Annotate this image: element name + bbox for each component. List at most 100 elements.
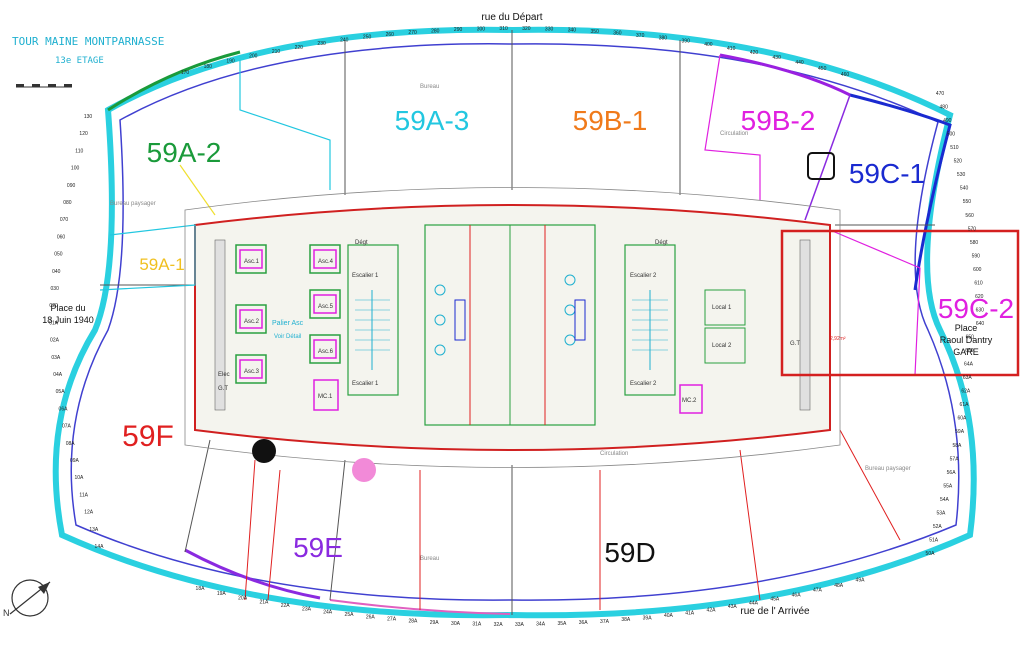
perimeter-number: 070	[60, 217, 69, 223]
stair-2-bottom-label: Escalier 2	[630, 381, 657, 387]
perimeter-number: 340	[568, 28, 577, 34]
perimeter-number: 030	[51, 286, 60, 292]
perimeter-number: 120	[79, 131, 88, 137]
perimeter-number: 430	[773, 55, 782, 61]
stairwell-2	[624, 244, 676, 396]
perimeter-number: 080	[63, 200, 72, 206]
perimeter-number: 04A	[53, 372, 63, 378]
perimeter-number: 54A	[940, 497, 950, 503]
marker-black-square[interactable]	[807, 152, 835, 180]
perimeter-number: 410	[727, 46, 736, 52]
zone-label-59f[interactable]: 59F	[122, 420, 174, 453]
perimeter-number: 250	[363, 35, 372, 41]
perimeter-number: 22A	[281, 603, 291, 609]
perimeter-number: 41A	[685, 610, 695, 616]
perimeter-number: 630	[976, 308, 985, 314]
perimeter-number: 57A	[950, 456, 960, 462]
perimeter-number: 03A	[51, 355, 61, 361]
elevator-label-asc3: Asc.3	[244, 369, 260, 375]
zone-label-59d[interactable]: 59D	[604, 537, 655, 568]
stair-2-top-label: Escalier 2	[630, 273, 657, 279]
zone-label-59a2[interactable]: 59A-2	[147, 137, 222, 168]
zone-label-59a1[interactable]: 59A-1	[139, 255, 184, 274]
zone-label-59a3[interactable]: 59A-3	[395, 105, 470, 136]
perimeter-number: 09A	[70, 458, 80, 464]
perimeter-number: 500	[947, 132, 956, 138]
zone-label-59c2[interactable]: 59C-2	[938, 293, 1014, 324]
perimeter-number: 49A	[856, 578, 866, 584]
gt-right-label: G.T	[790, 341, 800, 347]
perimeter-number: 560	[965, 213, 974, 219]
zone-label-59b2[interactable]: 59B-2	[741, 105, 816, 136]
perimeter-number: 28A	[408, 618, 418, 624]
perimeter-number: 43A	[728, 604, 738, 610]
perimeter-number: 58A	[952, 443, 962, 449]
perimeter-number: 19A	[217, 591, 227, 597]
elevator-bank-left	[235, 244, 341, 411]
place-right-line1: Place	[955, 323, 978, 333]
perimeter-number: 400	[704, 42, 713, 48]
zone-label-59c1[interactable]: 59C-1	[849, 158, 925, 189]
facade-purple-59e	[184, 548, 321, 600]
degt-left-label: Dégt	[355, 240, 368, 246]
room-bureau-paysager-left: Bureau paysager	[110, 201, 156, 207]
zone-label-59e[interactable]: 59E	[293, 532, 343, 563]
perimeter-number: 240	[340, 38, 349, 44]
perimeter-number: 05A	[56, 389, 66, 395]
perimeter-number: 07A	[62, 424, 72, 430]
perimeter-number: 620	[975, 294, 984, 300]
inner-corridor-ring	[184, 187, 841, 468]
perimeter-number: 27A	[387, 617, 397, 623]
perimeter-number: 12A	[84, 510, 94, 516]
compass-icon: N	[3, 579, 51, 618]
perimeter-number: 370	[636, 33, 645, 39]
voir-detail-label: Voir Détail	[274, 334, 301, 340]
perimeter-number: 26A	[366, 615, 376, 621]
zone-dividers	[100, 30, 935, 615]
perimeter-number: 590	[972, 253, 981, 259]
red-partitions	[244, 429, 901, 610]
perimeter-number: 290	[454, 27, 463, 33]
perimeter-number: 530	[957, 172, 966, 178]
zone-59c2-border	[829, 229, 921, 376]
stairwell-1	[347, 244, 399, 396]
marker-pink-dot[interactable]	[352, 458, 376, 482]
perimeter-number: 34A	[536, 622, 546, 628]
perimeter-number: 090	[67, 183, 76, 189]
perimeter-number: 60A	[957, 416, 967, 422]
perimeter-number: 64A	[964, 362, 974, 368]
room-bureau-top: Bureau	[420, 84, 439, 90]
perimeter-number: 100	[71, 166, 80, 172]
perimeter-number: 25A	[345, 612, 355, 618]
perimeter-number: 51A	[929, 538, 939, 544]
palier-label: Palier Asc	[272, 320, 304, 327]
perimeter-number: 310	[499, 26, 508, 32]
zone-label-59b1[interactable]: 59B-1	[573, 105, 648, 136]
perimeter-number: 220	[295, 45, 304, 51]
local-2-room	[704, 327, 746, 364]
perimeter-number: 52A	[933, 524, 943, 530]
perimeter-number: 210	[272, 49, 281, 55]
perimeter-number: 30A	[451, 621, 461, 627]
perimeter-number: 270	[408, 30, 417, 36]
perimeter-number: 31A	[472, 622, 482, 628]
perimeter-number: 53A	[936, 510, 946, 516]
core-hatch-right	[799, 239, 811, 411]
perimeter-number: 56A	[947, 470, 957, 476]
perimeter-number: 48A	[834, 583, 844, 589]
perimeter-number: 390	[682, 39, 691, 45]
perimeter-number: 580	[970, 240, 979, 246]
marker-black-dot[interactable]	[252, 439, 276, 463]
perimeter-number: 47A	[813, 588, 823, 594]
perimeter-number: 570	[968, 226, 977, 232]
perimeter-number: 040	[52, 269, 61, 275]
plan-subtitle: 13e ETAGE	[55, 56, 104, 66]
room-circulation-top: Circulation	[720, 131, 748, 137]
perimeter-number: 46A	[792, 592, 802, 598]
perimeter-number: 20A	[238, 595, 248, 601]
perimeter-number: 260	[386, 32, 395, 38]
local-1-label: Local 1	[712, 305, 732, 311]
elevator-label-asc4: Asc.4	[318, 259, 334, 265]
perimeter-number: 170	[181, 70, 190, 76]
